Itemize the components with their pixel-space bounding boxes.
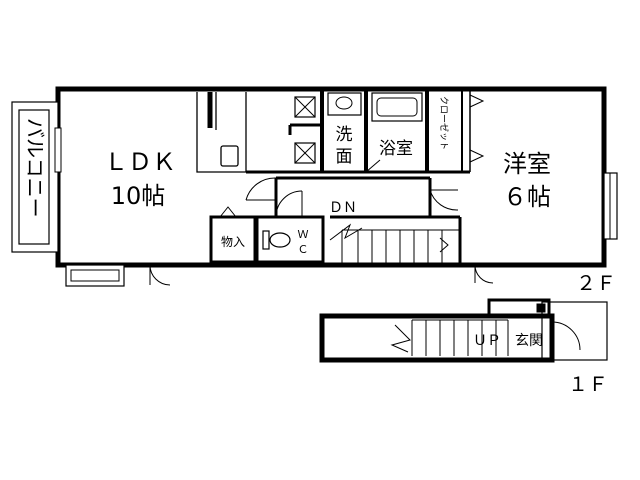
western-room-name: 洋室 (503, 150, 551, 178)
down-label: ＤＮ (329, 200, 357, 216)
up-label: ＵＰ (473, 333, 501, 349)
floor-1-walls (319, 298, 608, 363)
balcony (11, 101, 59, 253)
corridor-walls (209, 176, 462, 265)
toilet (262, 230, 291, 250)
washroom-label-1: 洗 (336, 125, 353, 145)
ldk-window (54, 127, 62, 173)
wash-bath-block (246, 89, 485, 174)
stairs-1f (390, 319, 509, 356)
entrance-label: 玄関 (515, 332, 543, 349)
ldk-name: ＬＤＫ (104, 148, 176, 176)
wc-label-2: Ｃ (298, 243, 309, 256)
washroom-label-2: 面 (336, 147, 353, 167)
bath-label: 浴室 (379, 139, 413, 159)
floor-1-label: １Ｆ (568, 372, 608, 396)
storage-label: 物入 (221, 235, 245, 249)
outdoor-unit (65, 264, 125, 287)
closet-label: クローゼット (438, 96, 450, 150)
wc-label-1: Ｗ (298, 228, 309, 241)
kitchen-counter (196, 92, 247, 173)
doors (149, 177, 494, 286)
balcony-label: バルコニー (23, 118, 47, 218)
floor-2-label: ２Ｆ (576, 271, 616, 295)
window-bay (603, 172, 618, 240)
western-room-size: ６帖 (503, 183, 551, 211)
stairs-2f (329, 223, 460, 265)
ldk-size: 10帖 (111, 182, 166, 210)
entrance-door (551, 321, 581, 351)
